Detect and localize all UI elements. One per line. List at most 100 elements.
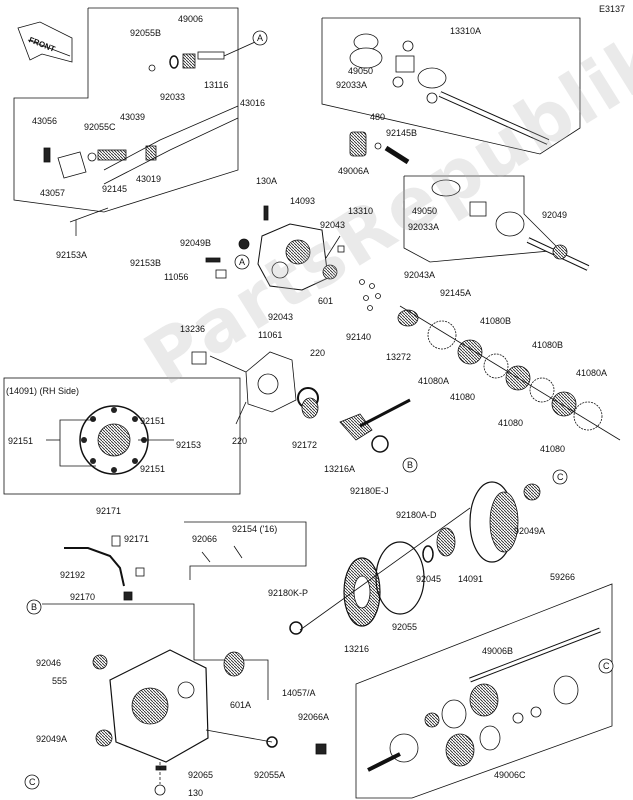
part-92171 bbox=[111, 535, 121, 547]
part-601 bbox=[322, 264, 338, 280]
part-label: 92046 bbox=[36, 658, 62, 668]
part-label: 41080A bbox=[418, 376, 450, 386]
part-label: 92033A bbox=[336, 80, 368, 90]
part-92049B bbox=[238, 238, 250, 250]
part-label: 14093 bbox=[290, 196, 316, 206]
part-label: 92180E-J bbox=[350, 486, 389, 496]
part-41080A-plate bbox=[427, 320, 457, 350]
part-label: 49006C bbox=[494, 770, 526, 780]
part-41080B-plate-2 bbox=[529, 377, 555, 403]
part-label: 13236 bbox=[180, 324, 206, 334]
part-label: 220 bbox=[232, 436, 248, 446]
part-label: 43056 bbox=[32, 116, 58, 126]
part-92055A bbox=[266, 736, 278, 748]
part-92049 bbox=[552, 244, 568, 260]
part-label: 92049 bbox=[542, 210, 568, 220]
part-label: 92151 bbox=[8, 436, 34, 446]
part-label: 92033 bbox=[160, 92, 186, 102]
part-label: 92055B bbox=[130, 28, 162, 38]
part-label: 92049A bbox=[36, 734, 68, 744]
part-41080A-plate-2 bbox=[573, 401, 603, 431]
part-92065 bbox=[155, 765, 167, 771]
part-label: 92170 bbox=[70, 592, 96, 602]
part-label: 49050 bbox=[412, 206, 438, 216]
part-label: 92055C bbox=[84, 122, 116, 132]
group-outline-59266 bbox=[355, 583, 613, 799]
part-label: 14057/A bbox=[282, 688, 316, 698]
part-92180E-J bbox=[371, 435, 389, 453]
part-601A bbox=[223, 651, 245, 677]
part-14091-diff-case bbox=[469, 481, 519, 563]
part-92153B bbox=[205, 257, 221, 263]
part-label: 41080 bbox=[498, 418, 524, 428]
part-92145 bbox=[97, 149, 127, 161]
part-label: 92151 bbox=[140, 416, 166, 426]
part-130A bbox=[263, 205, 269, 221]
part-49006A bbox=[349, 131, 367, 157]
part-label: 13272 bbox=[386, 352, 412, 362]
part-label: 480 bbox=[370, 112, 386, 122]
part-label: 14091 bbox=[458, 574, 484, 584]
callout-letter: C bbox=[29, 777, 36, 787]
callout-C-right bbox=[598, 658, 614, 674]
part-14057-gearcase bbox=[109, 649, 209, 763]
part-label: 92066 bbox=[192, 534, 218, 544]
part-label: 92043A bbox=[404, 270, 436, 280]
part-label: 92171 bbox=[124, 534, 150, 544]
part-label: 92145A bbox=[440, 288, 472, 298]
part-label: 11056 bbox=[164, 272, 189, 282]
part-13236 bbox=[191, 351, 207, 365]
part-49006 bbox=[169, 55, 179, 69]
part-label: 41080B bbox=[480, 316, 512, 326]
part-label: 92049B bbox=[180, 238, 212, 248]
part-label: 92049A bbox=[514, 526, 546, 536]
part-label: 13310A bbox=[450, 26, 482, 36]
part-label: 49006B bbox=[482, 646, 514, 656]
part-label: 43039 bbox=[120, 112, 146, 122]
part-92049A-seal bbox=[523, 483, 541, 501]
part-label: 13216A bbox=[324, 464, 356, 474]
part-label: 43019 bbox=[136, 174, 162, 184]
part-label: 49006 bbox=[178, 14, 204, 24]
part-label: 41080 bbox=[450, 392, 476, 402]
part-480 bbox=[374, 142, 382, 150]
callout-letter: B bbox=[31, 602, 38, 612]
callout-C-mid bbox=[552, 469, 568, 485]
callout-A-mid bbox=[234, 254, 250, 270]
part-label: 92033A bbox=[408, 222, 440, 232]
part-41080B-plate bbox=[483, 353, 509, 379]
part-92049A-left bbox=[95, 729, 113, 747]
part-13216-ring-gear bbox=[343, 557, 381, 627]
part-49006C-boot bbox=[389, 725, 501, 767]
part-92140-balls bbox=[359, 279, 381, 311]
part-92045 bbox=[436, 527, 456, 557]
callout-letter: A bbox=[239, 257, 246, 267]
part-label: 92045 bbox=[416, 574, 442, 584]
part-92055 bbox=[375, 541, 425, 615]
part-92055B bbox=[148, 64, 156, 72]
part-label: 92066A bbox=[298, 712, 330, 722]
part-label: 92145B bbox=[386, 128, 418, 138]
inset-title: (14091) (RH Side) bbox=[6, 386, 80, 396]
callout-B-left bbox=[26, 599, 42, 615]
diagram-code: E3137 bbox=[598, 4, 625, 14]
part-13272 bbox=[397, 309, 419, 327]
callout-letter: B bbox=[407, 460, 414, 470]
part-label: 601 bbox=[318, 296, 334, 306]
part-13216A-pinion bbox=[339, 398, 411, 441]
part-label: 13216 bbox=[344, 644, 370, 654]
part-label: 92043 bbox=[268, 312, 294, 322]
part-label: 43016 bbox=[240, 98, 266, 108]
part-92145B bbox=[384, 145, 410, 165]
part-label: 92140 bbox=[346, 332, 372, 342]
part-label: 92153A bbox=[56, 250, 88, 260]
part-label: 92192 bbox=[60, 570, 86, 580]
part-label: 601A bbox=[230, 700, 252, 710]
part-label: 92172 bbox=[292, 440, 318, 450]
part-label: 92043 bbox=[320, 220, 346, 230]
part-label: 92151 bbox=[140, 464, 166, 474]
part-49050-yoke-2 bbox=[431, 179, 525, 237]
callout-A-top bbox=[252, 30, 268, 46]
part-92055C bbox=[87, 152, 97, 162]
